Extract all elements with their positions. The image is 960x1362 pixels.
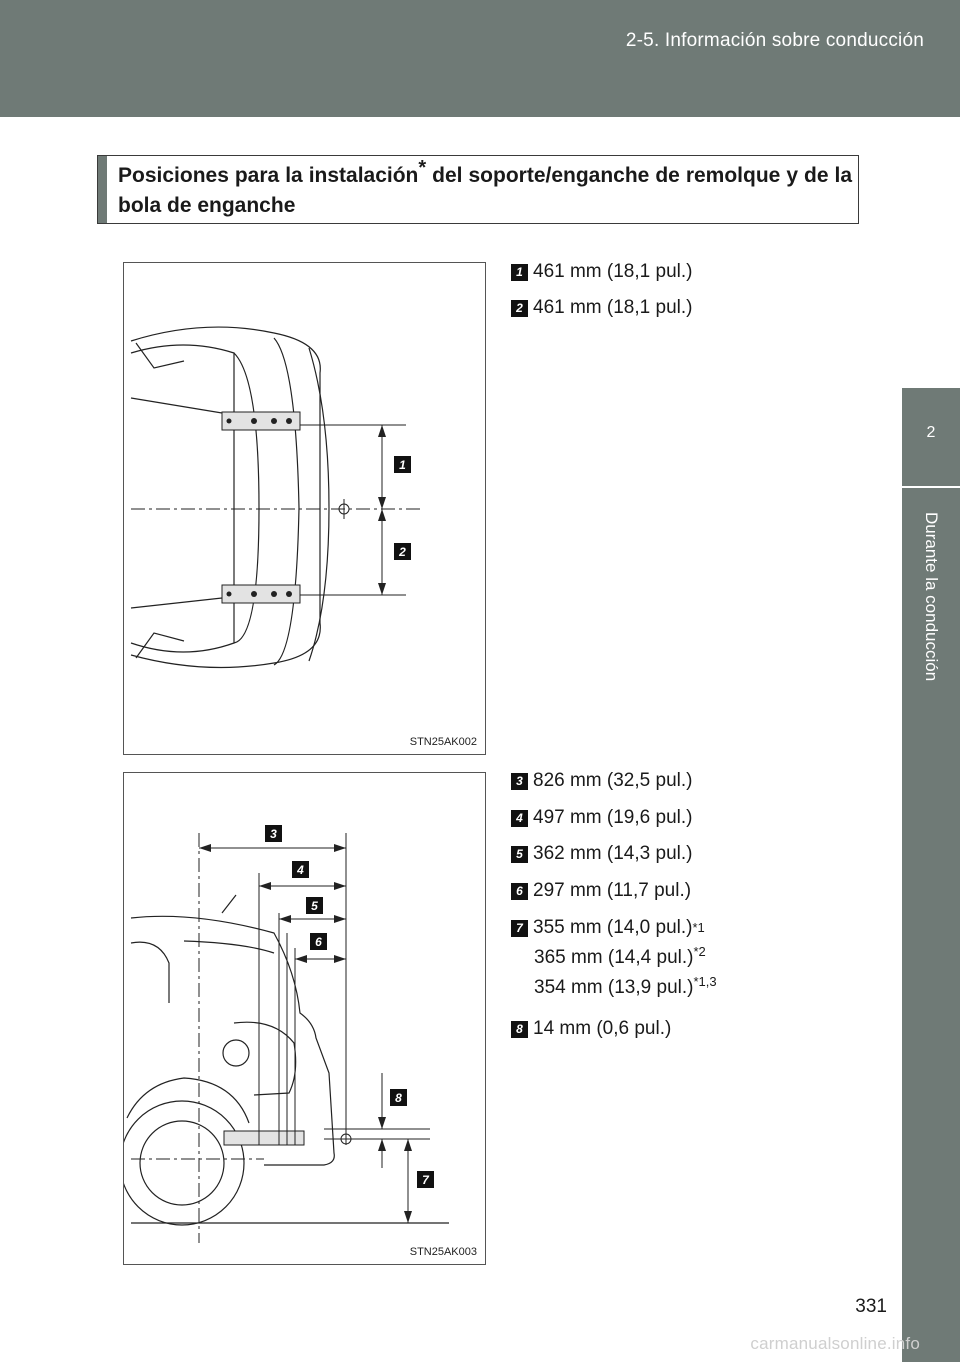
title-part-2: del soporte/enganche de remolque y de la… bbox=[118, 164, 852, 217]
callout-5 bbox=[306, 897, 323, 914]
rear-side-window bbox=[130, 941, 170, 1003]
top-view-illustration: 1 2 bbox=[130, 326, 424, 669]
spec-badge: 3 bbox=[511, 772, 528, 790]
section-title: Posiciones para la instalación* del sopo… bbox=[118, 158, 852, 221]
footnote-ref: *2 bbox=[693, 944, 706, 959]
callout-1-label: 1 bbox=[399, 458, 406, 472]
bracket-upper bbox=[221, 411, 301, 431]
title-accent-bar bbox=[98, 156, 107, 223]
tail-lamp bbox=[233, 1021, 297, 1096]
callout-2 bbox=[394, 543, 411, 560]
chapter-number: 2 bbox=[926, 424, 936, 441]
callout-1 bbox=[394, 456, 411, 473]
spec-item: 4 497 mm (19,6 pul.) bbox=[511, 806, 692, 830]
spec-text: 826 mm (32,5 pul.) bbox=[533, 770, 693, 791]
spec-badge: 7 bbox=[511, 919, 528, 937]
spec-item: 3 826 mm (32,5 pul.) bbox=[511, 769, 692, 793]
callout-6-label: 6 bbox=[315, 935, 322, 949]
callout-2-label: 2 bbox=[398, 545, 406, 559]
spec-item: 1 461 mm (18,1 pul.) bbox=[511, 260, 692, 284]
bumper-edge bbox=[308, 347, 330, 662]
callout-7 bbox=[417, 1171, 434, 1188]
chapter-strip: Durante la conducción bbox=[902, 488, 960, 1362]
spec-item: 5 362 mm (14,3 pul.) bbox=[511, 842, 692, 866]
spec-item-continued: 365 mm (14,4 pul.)*2 bbox=[534, 944, 706, 970]
spec-item: 6 297 mm (11,7 pul.) bbox=[511, 879, 691, 903]
spec-badge: 5 bbox=[511, 845, 528, 863]
spec-text: 355 mm (14,0 pul.) bbox=[533, 917, 693, 938]
page-number: 331 bbox=[855, 1296, 887, 1317]
callout-8 bbox=[390, 1089, 407, 1106]
footnote-ref: *1,3 bbox=[693, 974, 717, 989]
callout-7-label: 7 bbox=[422, 1173, 430, 1187]
rear-window-outline bbox=[130, 344, 235, 653]
spec-text: 461 mm (18,1 pul.) bbox=[533, 297, 693, 318]
callout-8-label: 8 bbox=[395, 1091, 402, 1105]
spec-text: 365 mm (14,4 pul.) bbox=[534, 947, 694, 968]
spec-badge: 6 bbox=[511, 882, 528, 900]
callout-4-label: 4 bbox=[296, 863, 304, 877]
section-header-title: 2-5. Información sobre conducción bbox=[625, 30, 924, 51]
callout-3 bbox=[265, 825, 282, 842]
wheel-hub bbox=[139, 1120, 225, 1206]
watermark: carmanualsonline.info bbox=[750, 1334, 920, 1353]
tailgate-curve bbox=[233, 352, 260, 644]
figure-code: STN25AK002 bbox=[409, 736, 477, 748]
callout-5-label: 5 bbox=[311, 899, 318, 913]
spec-text: 14 mm (0,6 pul.) bbox=[533, 1018, 672, 1039]
spec-text: 362 mm (14,3 pul.) bbox=[533, 843, 693, 864]
spec-badge: 2 bbox=[511, 299, 528, 317]
title-asterisk: * bbox=[418, 157, 427, 179]
figure-code: STN25AK003 bbox=[409, 1246, 477, 1258]
spec-badge: 1 bbox=[511, 263, 528, 281]
spec-text: 461 mm (18,1 pul.) bbox=[533, 261, 693, 282]
body-outline bbox=[130, 326, 321, 669]
figure-top-view: 1 2 STN25AK002 bbox=[123, 262, 486, 755]
spec-text: 297 mm (11,7 pul.) bbox=[533, 880, 692, 901]
side-view-illustration: 3 4 5 6 7 8 bbox=[124, 825, 449, 1243]
bracket-lower bbox=[221, 584, 301, 604]
callout-3-label: 3 bbox=[270, 827, 277, 841]
chapter-tab: 2 bbox=[902, 388, 960, 486]
spec-item-continued: 354 mm (13,9 pul.)*1,3 bbox=[534, 974, 717, 1000]
spec-badge: 4 bbox=[511, 809, 528, 827]
spec-badge: 8 bbox=[511, 1020, 528, 1038]
spec-item: 2 461 mm (18,1 pul.) bbox=[511, 296, 692, 320]
callout-4 bbox=[292, 861, 309, 878]
bumper-curve bbox=[273, 337, 300, 666]
spec-item: 8 14 mm (0,6 pul.) bbox=[511, 1017, 671, 1041]
body-profile bbox=[130, 915, 335, 1166]
section-title-box: Posiciones para la instalación* del sopo… bbox=[97, 155, 859, 224]
rear-wheel bbox=[124, 1100, 245, 1226]
figure-side-view: 3 4 5 6 7 8 STN25AK003 bbox=[123, 772, 486, 1265]
callout-6 bbox=[310, 933, 327, 950]
header-band: 2-5. Información sobre conducción bbox=[0, 0, 960, 117]
chapter-label: Durante la conducción bbox=[922, 512, 941, 682]
hitch-bracket bbox=[223, 1130, 305, 1146]
spec-text: 497 mm (19,6 pul.) bbox=[533, 807, 693, 828]
fuel-door bbox=[222, 1039, 250, 1067]
spec-text: 354 mm (13,9 pul.) bbox=[534, 977, 694, 998]
title-part-1: Posiciones para la instalación bbox=[118, 164, 419, 187]
